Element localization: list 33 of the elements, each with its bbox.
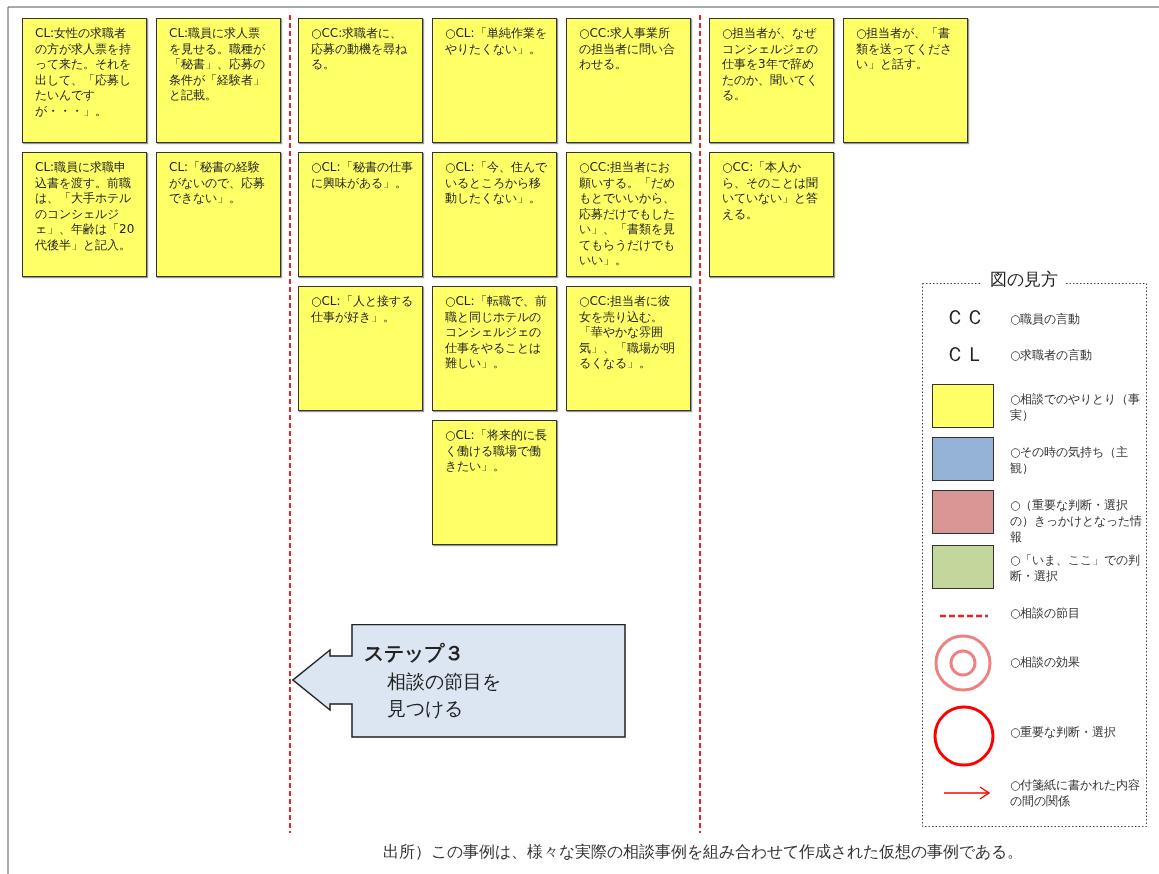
sticky-note: ○担当者が、なぜコンシェルジェの仕事を3年で辞めたのか、聞いてくる。	[709, 18, 834, 143]
legend-symbol: ＣＣ	[945, 304, 985, 331]
sticky-note: ○CL:「将来的に長く働ける職場で働きたい」。	[432, 420, 557, 545]
sticky-note: ○CC:担当者にお願いする。「だめもとでいいから、応募だけでもしたい」、「書類を見てもらうだけでもいい」。	[566, 152, 691, 277]
sticky-note: ○CL:「秘書の仕事に興味がある」。	[298, 152, 423, 277]
sticky-note: ○CL:「人と接する仕事が好き」。	[298, 286, 423, 411]
legend-text: ○相談の効果	[1010, 654, 1082, 670]
callout-text: 相談の節目を見つける	[387, 669, 502, 721]
sticky-note: ○CL:「転職で、前職と同じホテルのコンシェルジェの仕事をやることは難しい」。	[432, 286, 557, 411]
sticky-note: CL:「秘書の経験がないので、応募できない」。	[156, 152, 281, 277]
sticky-note: ○CC:求職者に、応募の動機を尋ねる。	[298, 18, 423, 143]
legend-text: ○（重要な判断・選択の）きっかけとなった情報	[1010, 497, 1142, 545]
sticky-note: ○CC:求人事業所の担当者に問い合わせる。	[566, 18, 691, 143]
legend-text: ○「いま、ここ」での判断・選択	[1010, 552, 1142, 584]
legend-text: ○重要な判断・選択	[1010, 724, 1118, 740]
sticky-note: CL:職員に求人票を見せる。職種が「秘書」、応募の条件が「経験者」と記載。	[156, 18, 281, 143]
legend-text: ○求職者の言動	[1010, 347, 1094, 363]
sticky-note: ○CC:「本人から、そのことは聞いていない」と答える。	[709, 152, 834, 277]
callout-title: ステップ３	[364, 640, 464, 667]
legend-text: ○職員の言動	[1010, 311, 1082, 327]
legend-text: ○付箋紙に書かれた内容の間の関係	[1010, 777, 1142, 809]
legend-text: ○その時の気持ち（主観）	[1010, 444, 1130, 476]
caption: 出所）この事例は、様々な実際の相談事例を組み合わせて作成された仮想の事例である。	[383, 842, 1023, 863]
legend-symbol: ＣＬ	[945, 341, 985, 368]
legend-title: 図の見方	[982, 268, 1066, 291]
sticky-note: CL:職員に求職申込書を渡す。前職は、「大手ホテルのコンシェルジェ」、年齢は「20代後半」と記入。	[22, 152, 147, 277]
sticky-note: ○CL:「今、住んでいるところから移動したくない」。	[432, 152, 557, 277]
sticky-note: CL:女性の求職者の方が求人票を持って来た。それを出して、「応募したいんですが・・・」。	[22, 18, 147, 143]
legend-text: ○相談の節目	[1010, 605, 1082, 621]
sticky-note: ○担当者が、「書類を送ってください」と話す。	[843, 18, 968, 143]
legend-text: ○相談でのやりとり（事実）	[1010, 391, 1142, 423]
sticky-note: ○CC:担当者に彼女を売り込む。「華やかな雰囲気」、「職場が明るくなる」。	[566, 286, 691, 411]
sticky-note: ○CL:「単純作業をやりたくない」。	[432, 18, 557, 143]
